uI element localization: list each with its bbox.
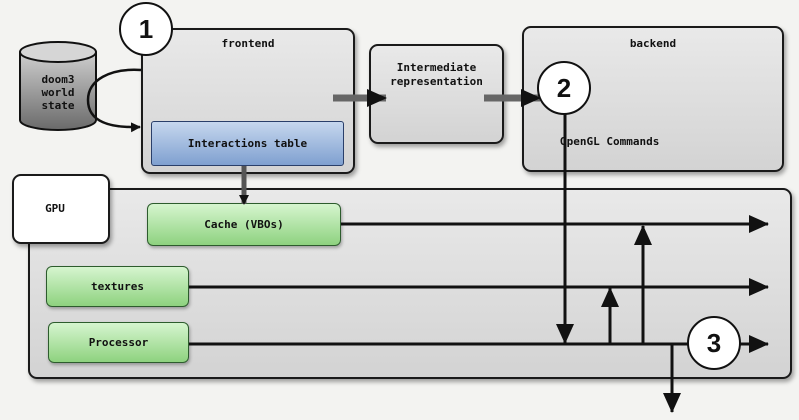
processor-box: Processor bbox=[48, 322, 189, 363]
step-marker-1: 1 bbox=[119, 2, 173, 56]
gpu-label: GPU bbox=[45, 202, 65, 215]
world-state-cylinder bbox=[19, 41, 97, 131]
step-marker-2: 2 bbox=[537, 61, 591, 115]
gpu-label-box bbox=[12, 174, 110, 244]
interactions-table: Interactions table bbox=[151, 121, 344, 166]
world-state-label-line3: state bbox=[41, 99, 75, 112]
intermediate-label-line1: Intermediate bbox=[396, 61, 477, 74]
world-state-loop-arrow bbox=[86, 68, 142, 133]
intermediate-label-line2: representation bbox=[390, 75, 483, 88]
world-state-label-line1: doom3 bbox=[41, 73, 75, 86]
step-marker-3: 3 bbox=[687, 316, 741, 370]
intermediate-representation-box bbox=[369, 44, 504, 144]
textures-box: textures bbox=[46, 266, 189, 307]
frontend-label: frontend bbox=[221, 37, 275, 50]
opengl-commands-label: OpenGL Commands bbox=[560, 135, 660, 148]
backend-label: backend bbox=[629, 37, 677, 50]
world-state-label-line2: world bbox=[41, 86, 75, 99]
